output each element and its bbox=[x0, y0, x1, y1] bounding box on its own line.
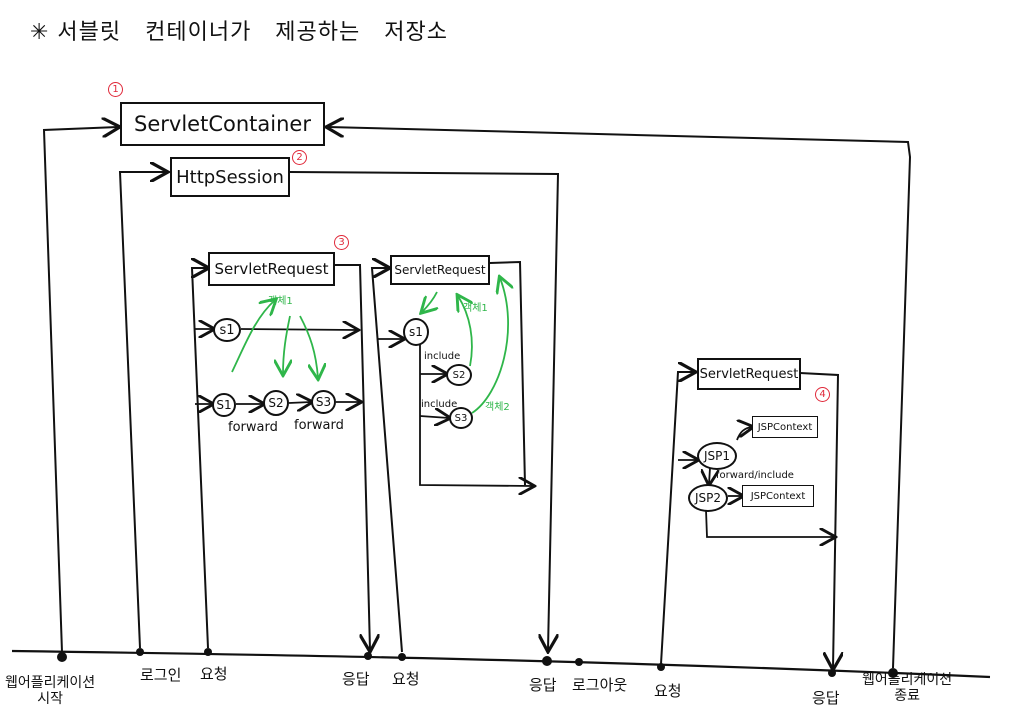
request-1-scope-right bbox=[335, 264, 370, 650]
timeline-label-request-3: 요청 bbox=[654, 682, 682, 700]
timeline-dot bbox=[204, 648, 212, 656]
request-2-include-label-2: include bbox=[421, 399, 458, 410]
request-2-s2-label: S2 bbox=[452, 369, 466, 381]
badge-2: 2 bbox=[292, 150, 307, 165]
request-2-object-label-2: 객체2 bbox=[485, 402, 510, 413]
jsp-context-box-1: JSPContext bbox=[752, 416, 818, 438]
jsp-context-box-2: JSPContext bbox=[742, 485, 814, 507]
request-1-s3-label: S3 bbox=[315, 395, 332, 409]
timeline-label-logout: 로그아웃 bbox=[572, 676, 628, 694]
request-1-label: ServletRequest bbox=[214, 260, 329, 278]
badge-4: 4 bbox=[815, 387, 830, 402]
request-3-label: ServletRequest bbox=[699, 366, 799, 382]
request-2-include-label-1: include bbox=[424, 351, 461, 362]
request-2-s3-label: S3 bbox=[454, 412, 468, 424]
timeline-dot bbox=[657, 663, 665, 671]
request-1-flow-s2-s3 bbox=[288, 402, 311, 403]
request-1-box: ServletRequest bbox=[208, 252, 335, 286]
timeline-dots bbox=[57, 648, 898, 678]
badge-3: 3 bbox=[334, 235, 349, 250]
jsp1-node: JSP1 bbox=[697, 442, 737, 470]
request-1-object-arrow-s3 bbox=[299, 315, 318, 378]
timeline-dot bbox=[398, 653, 406, 661]
jsp1-label: JSP1 bbox=[703, 449, 731, 463]
timeline-label-app-start: 웹어플리케이션 시작 bbox=[5, 675, 96, 707]
timeline-dot bbox=[57, 652, 67, 662]
request-2-object-arrow-2 bbox=[471, 278, 508, 414]
servlet-container-scope-right bbox=[328, 127, 912, 669]
timeline-dot bbox=[364, 652, 372, 660]
request-2-flow-trunk bbox=[419, 345, 533, 486]
request-2-s3-node: S3 bbox=[449, 407, 473, 429]
jsp-context-label-2: JSPContext bbox=[750, 490, 806, 502]
request-3-jsp1-ctx bbox=[736, 427, 752, 441]
request-2-s1-node: s1 bbox=[403, 318, 429, 346]
request-1-object-arrow-s2 bbox=[283, 315, 290, 374]
request-1-s1-top-node: s1 bbox=[213, 318, 241, 342]
timeline-label-response-2: 응답 bbox=[529, 676, 557, 694]
badge-1: 1 bbox=[108, 82, 123, 97]
servlet-container-label: ServletContainer bbox=[134, 112, 311, 136]
http-session-scope-right bbox=[289, 171, 560, 650]
request-1-forward-label-1: forward bbox=[228, 420, 278, 435]
http-session-box: HttpSession bbox=[170, 157, 290, 197]
timeline-label-app-end: 웹어플리케이션 종료 bbox=[862, 672, 953, 704]
request-1-s1-bottom-label: S1 bbox=[216, 398, 232, 412]
request-1-s2-label: S2 bbox=[268, 396, 284, 410]
request-1-flow-top-out bbox=[240, 329, 357, 330]
servlet-container-box: ServletContainer bbox=[120, 102, 325, 146]
request-3-box: ServletRequest bbox=[697, 358, 801, 390]
request-3-scope-right bbox=[799, 372, 838, 668]
timeline-dot bbox=[888, 668, 898, 678]
request-2-label: ServletRequest bbox=[394, 263, 486, 277]
request-2-object-label-1: 객체1 bbox=[463, 303, 488, 314]
timeline-label-login: 로그인 bbox=[140, 666, 182, 684]
request-3-flow-out bbox=[705, 509, 834, 537]
timeline-dot bbox=[575, 658, 583, 666]
request-1-forward-label-2: forward bbox=[294, 418, 344, 433]
request-2-scope-left bbox=[370, 268, 403, 653]
timeline-label-response-1: 응답 bbox=[342, 670, 370, 688]
http-session-scope-left bbox=[118, 172, 166, 649]
request-2-box: ServletRequest bbox=[390, 255, 490, 285]
request-2-s1-label: s1 bbox=[409, 325, 423, 339]
request-2-scope-right bbox=[489, 260, 526, 486]
request-1-s1-bottom-node: S1 bbox=[212, 393, 236, 417]
request-1-scope-left bbox=[190, 268, 208, 649]
request-1-s3-node: S3 bbox=[311, 390, 336, 414]
timeline-label-response-3: 응답 bbox=[812, 689, 840, 707]
timeline-label-request-2: 요청 bbox=[392, 670, 420, 688]
page-title: ✳ 서블릿 컨테이너가 제공하는 저장소 bbox=[30, 20, 448, 45]
request-2-s2-node: S2 bbox=[446, 364, 472, 386]
request-1-object-label: 객체1 bbox=[268, 296, 293, 307]
servlet-container-scope-left bbox=[42, 127, 118, 653]
request-3-jsp1-jsp2 bbox=[709, 467, 710, 484]
request-1-s1-top-label: s1 bbox=[219, 322, 235, 338]
request-1-s2-node: S2 bbox=[263, 390, 289, 416]
timeline-dot bbox=[542, 656, 552, 666]
request-2-object-arrow-s1 bbox=[422, 291, 437, 312]
jsp2-node: JSP2 bbox=[688, 484, 728, 512]
request-1-object-arrow-up bbox=[231, 300, 275, 373]
jsp-context-label-1: JSPContext bbox=[757, 421, 813, 433]
timeline-dot bbox=[136, 648, 144, 656]
forward-include-label: forward/include bbox=[716, 470, 794, 481]
http-session-label: HttpSession bbox=[176, 166, 284, 188]
jsp2-label: JSP2 bbox=[694, 491, 722, 505]
timeline-label-request-1: 요청 bbox=[200, 665, 228, 683]
timeline-dot bbox=[828, 669, 836, 677]
request-3-scope-left bbox=[660, 372, 694, 665]
request-2-include-s3 bbox=[419, 416, 449, 418]
request-2-object-arrow-1 bbox=[458, 296, 472, 367]
